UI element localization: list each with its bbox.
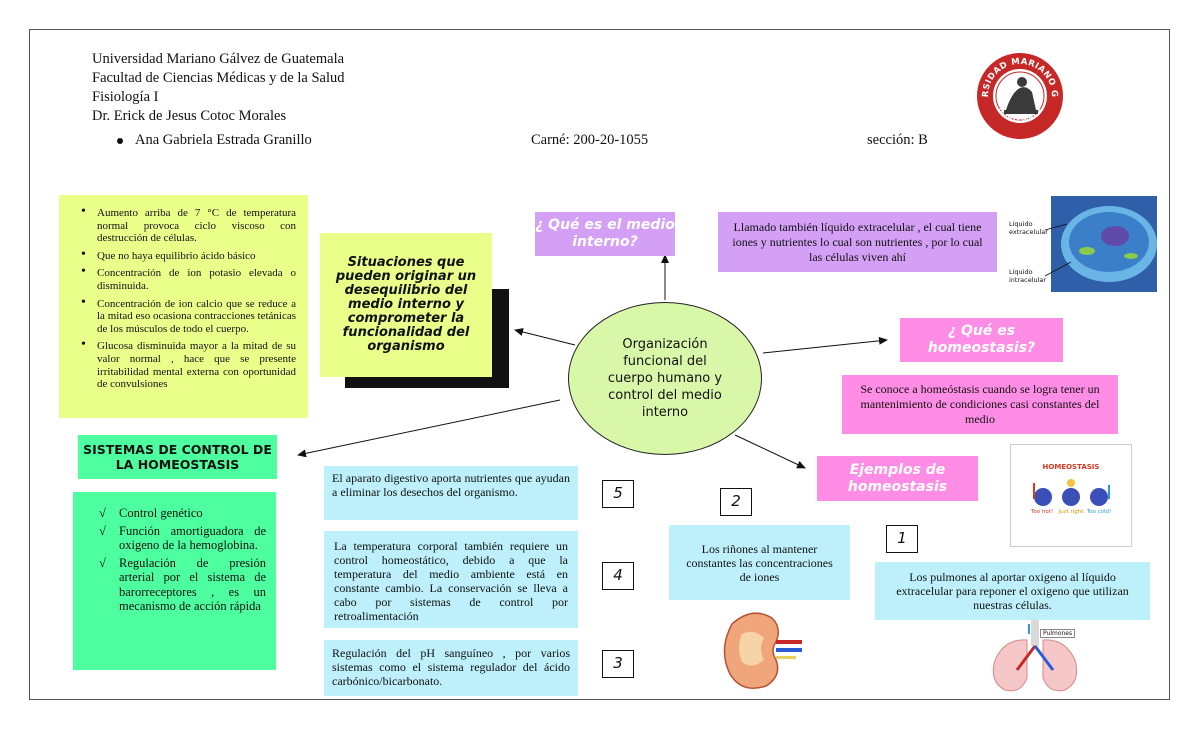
example-text-1: Los pulmones al aportar oxigeno al líqui… [896, 570, 1129, 612]
example-card-5: El aparato digestivo aporta nutrientes q… [324, 466, 578, 520]
list-item: √ Función amortiguadora de oxigeno de la … [91, 524, 266, 553]
situations-title-card: Situaciones que pueden originar un deseq… [320, 233, 492, 377]
university-seal-icon: UNIVERSIDAD MARIANO GALVEZ GUATEMALA [976, 52, 1063, 139]
examples-title-card: Ejemplos de homeostasis [817, 456, 978, 501]
list-item: Glucosa disminuida mayor a la mitad de s… [71, 339, 296, 390]
example-card-2: Los riñones al mantener constantes las c… [669, 525, 850, 600]
control-systems-title-card: SISTEMAS DE CONTROL DE LA HOMEOSTASIS [78, 435, 277, 479]
examples-title: Ejemplos de homeostasis [847, 461, 948, 495]
list-item: Concentración de ion calcio que se reduc… [71, 297, 296, 336]
list-item-text: Control genético [119, 506, 203, 520]
central-topic-node: Organización funcional del cuerpo humano… [568, 302, 762, 455]
list-item-text: Regulación de presión arterial por el si… [119, 555, 266, 614]
lungs-illustration-icon [992, 620, 1078, 692]
student-section: sección: B [867, 132, 928, 148]
homeostasis-description: Se conoce a homeóstasis cuando se logra … [860, 382, 1100, 426]
situations-list-panel: Aumento arriba de 7 °C de temperatura no… [59, 195, 308, 418]
lungs-label: Pulmones [1040, 629, 1076, 638]
example-text-3: Regulación del pH sanguíneo , por varios… [332, 646, 570, 688]
situations-title: Situaciones que pueden originar un deseq… [335, 255, 477, 354]
just-right-label: Just right [1058, 509, 1084, 515]
example-text-5: El aparato digestivo aporta nutrientes q… [332, 471, 570, 499]
student-carne: Carné: 200-20-1055 [531, 132, 649, 148]
homeostasis-image-title: HOMEOSTASIS [1042, 463, 1100, 471]
faculty-name: Facultad de Ciencias Médicas y de la Sal… [92, 70, 345, 86]
cell-illustration: Líquido extracelular Líquido intracelula… [1005, 196, 1157, 292]
list-item: Que no haya equilibrio ácido básico [71, 249, 296, 263]
example-text-2: Los riñones al mantener constantes las c… [686, 541, 833, 584]
control-systems-title: SISTEMAS DE CONTROL DE LA HOMEOSTASIS [83, 442, 272, 472]
example-number-5: 5 [602, 480, 634, 508]
control-systems-panel: √ Control genético √ Función amortiguadora… [73, 492, 276, 670]
list-item: Aumento arriba de 7 °C de temperatura no… [71, 206, 296, 245]
bullet-icon [117, 138, 123, 144]
list-item: √ Regulación de presión arterial por el s… [91, 556, 266, 614]
kidney-illustration-icon [723, 612, 802, 689]
homeostasis-title-card: ¿ Qué es homeostasis? [900, 318, 1063, 362]
homeostasis-description-card: Se conoce a homeóstasis cuando se logra … [842, 375, 1118, 434]
control-systems-list: √ Control genético √ Función amortiguadora… [91, 506, 266, 614]
too-hot-label: Too hot! [1030, 509, 1054, 515]
thermometer-figures-icon [1033, 479, 1110, 506]
example-card-4: La temperatura corporal también requiere… [324, 531, 578, 628]
internal-medium-description: Llamado también líquido extracelular , e… [732, 219, 983, 264]
check-icon: √ [99, 506, 106, 520]
example-number-2: 2 [720, 488, 752, 516]
situations-list: Aumento arriba de 7 °C de temperatura no… [71, 206, 296, 391]
university-name: Universidad Mariano Gálvez de Guatemala [92, 51, 345, 67]
internal-medium-description-card: Llamado también líquido extracelular , e… [718, 212, 997, 272]
too-cold-label: Too cold! [1086, 509, 1112, 515]
example-card-1: Los pulmones al aportar oxigeno al líqui… [875, 562, 1150, 620]
example-number-4: 4 [602, 562, 634, 590]
list-item: √ Control genético [91, 506, 266, 521]
list-item: Concentración de ion potasio elevada o d… [71, 266, 296, 292]
example-card-3: Regulación del pH sanguíneo , por varios… [324, 640, 578, 696]
list-item-text: Función amortiguadora de oxigeno de la h… [119, 523, 266, 553]
internal-medium-title: ¿ Qué es el medio interno? [535, 217, 675, 250]
check-icon: √ [99, 523, 106, 538]
check-icon: √ [99, 555, 106, 570]
homeostasis-title: ¿ Qué es homeostasis? [927, 323, 1036, 356]
example-text-4: La temperatura corporal también requiere… [334, 539, 568, 623]
central-topic-text: Organización funcional del cuerpo humano… [607, 337, 723, 420]
page-frame [29, 29, 1170, 700]
cell-icon [1044, 196, 1157, 292]
example-number-3: 3 [602, 650, 634, 678]
example-number-1: 1 [886, 525, 918, 553]
student-name: Ana Gabriela Estrada Granillo [135, 132, 312, 148]
professor-name: Dr. Erick de Jesus Cotoc Morales [92, 108, 287, 124]
homeostasis-illustration: HOMEOSTASIS Too hot! Just right Too cold… [1010, 444, 1132, 547]
document-header: Universidad Mariano Gálvez de Guatemala … [92, 50, 344, 126]
course-name: Fisiología I [92, 89, 159, 105]
internal-medium-title-card: ¿ Qué es el medio interno? [535, 212, 675, 256]
extracellular-label: Líquido extracelular [1009, 220, 1048, 236]
intracellular-label: Líquido intracelular [1009, 268, 1047, 284]
